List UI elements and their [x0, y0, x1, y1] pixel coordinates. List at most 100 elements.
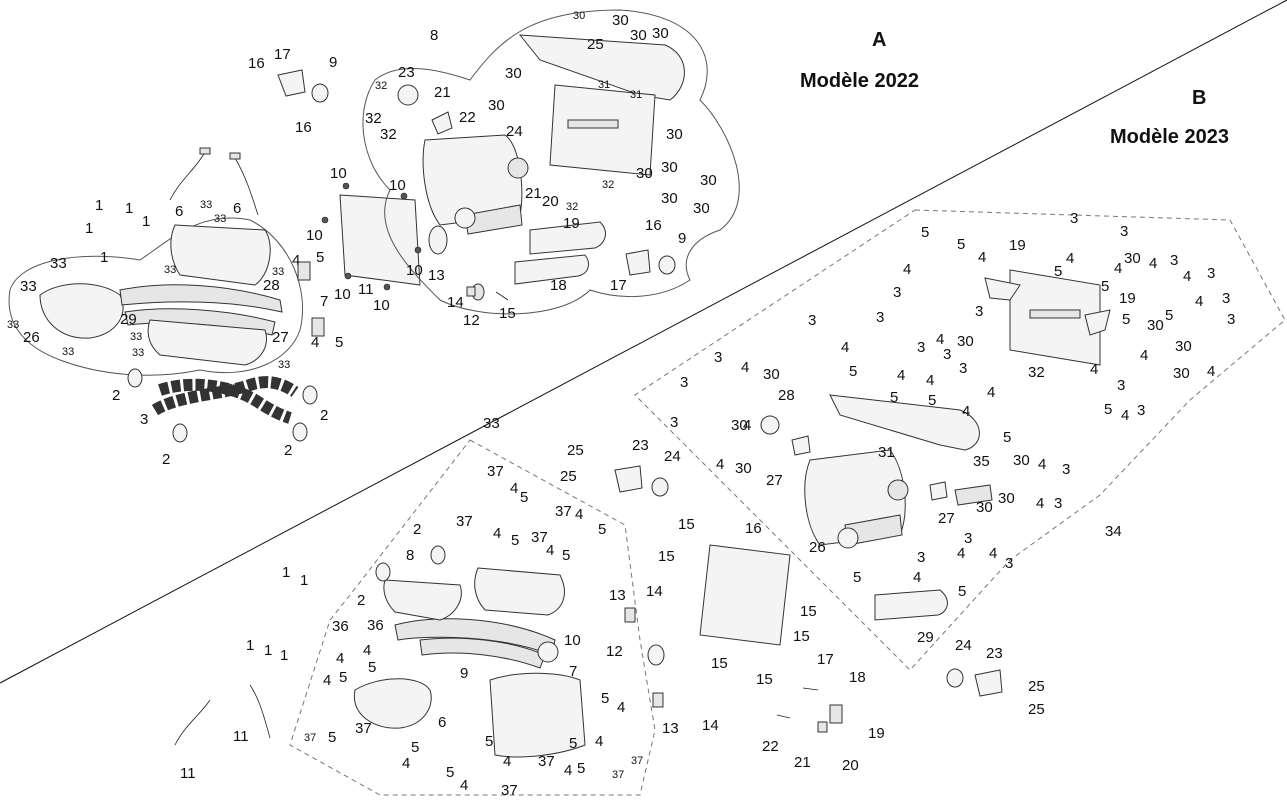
callout-4ae: 4	[503, 753, 511, 770]
callout-3l: 3	[876, 309, 884, 326]
bracket-31	[829, 394, 980, 451]
callout-4b: 4	[311, 334, 319, 351]
o2-sensor-6a	[169, 151, 206, 201]
hanger-23	[397, 84, 419, 106]
callout-13: 13	[428, 267, 445, 284]
callout-33h: 33	[272, 266, 284, 278]
heat-shield-6	[353, 678, 432, 729]
callout-3e: 3	[1222, 290, 1230, 307]
callout-10d: 10	[334, 286, 351, 303]
callout-24: 24	[506, 123, 523, 140]
callout-33j: 33	[132, 347, 144, 359]
heat-shield-plate-16	[699, 544, 791, 646]
callout-4e: 4	[1149, 255, 1157, 272]
spacer-21	[817, 721, 828, 733]
callout-5h: 5	[849, 363, 857, 380]
callout-5i: 5	[890, 389, 898, 406]
callout-30g: 30	[700, 172, 717, 189]
callout-37h: 37	[304, 732, 316, 744]
callout-4u: 4	[1038, 456, 1046, 473]
callout-25a: 25	[567, 442, 584, 459]
callout-21c: 21	[794, 754, 811, 771]
callout-15c: 15	[800, 603, 817, 620]
model-2022-assembly	[8, 9, 740, 443]
callout-30j: 30	[612, 12, 629, 29]
callout-2d: 2	[284, 442, 292, 459]
callout-5j: 5	[928, 392, 936, 409]
callout-3k: 3	[808, 312, 816, 329]
callout-37f: 37	[538, 753, 555, 770]
callout-17b: 17	[610, 277, 627, 294]
callout-30n: 30	[1147, 317, 1164, 334]
callout-15b: 15	[658, 548, 675, 565]
muffler-group-34-outline	[634, 209, 1286, 671]
callout-4v: 4	[1036, 495, 1044, 512]
callout-23c: 23	[986, 645, 1003, 662]
callout-4aj: 4	[493, 525, 501, 542]
callout-5a: 5	[921, 224, 929, 241]
callout-30o: 30	[1175, 338, 1192, 355]
hanger-23c	[974, 669, 1003, 697]
callout-10: 10	[330, 165, 347, 182]
wrapped-pipe-3b	[158, 378, 292, 424]
callout-31b: 31	[630, 89, 642, 101]
callout-19c: 19	[1119, 290, 1136, 307]
rubber-mount-24	[651, 477, 669, 497]
callout-4f: 4	[1183, 268, 1191, 285]
heat-shield-8	[383, 579, 462, 621]
callout-1d: 1	[85, 220, 93, 237]
callout-9c: 9	[460, 665, 468, 682]
callout-37a: 37	[487, 463, 504, 480]
callout-36a: 36	[332, 618, 349, 635]
callout-5m: 5	[958, 583, 966, 600]
callout-22b: 22	[762, 738, 779, 755]
spring-4b	[311, 317, 325, 337]
callout-37b: 37	[456, 513, 473, 530]
callout-32c: 32	[380, 126, 397, 143]
callout-15d: 15	[793, 628, 810, 645]
clamp-2e	[375, 562, 391, 582]
callout-19d: 19	[1009, 237, 1026, 254]
callout-3a: 3	[1070, 210, 1078, 227]
rubber-mount-24b	[946, 668, 964, 688]
callout-3d: 3	[1207, 265, 1215, 282]
callout-2e: 2	[413, 521, 421, 538]
gasket-27b	[929, 481, 948, 501]
callout-29: 29	[120, 311, 137, 328]
heat-shield-8b	[474, 567, 565, 616]
callout-1f: 1	[282, 564, 290, 581]
callout-10f: 10	[373, 297, 390, 314]
callout-14: 14	[447, 294, 464, 311]
callout-22: 22	[459, 109, 476, 126]
callout-4p: 4	[987, 384, 995, 401]
callout-5ah: 5	[577, 760, 585, 777]
callout-30t: 30	[735, 460, 752, 477]
callout-24b: 24	[664, 448, 681, 465]
callout-30f: 30	[636, 165, 653, 182]
callout-30r: 30	[763, 366, 780, 383]
callout-33g: 33	[164, 264, 176, 276]
callout-5b2: 5	[957, 236, 965, 253]
callout-5al: 5	[511, 532, 519, 549]
section-a-letter: A	[872, 29, 886, 51]
callout-5ai: 5	[569, 735, 577, 752]
spacer-14	[466, 286, 476, 297]
header-group-outline	[8, 217, 304, 376]
callout-30k: 30	[630, 27, 647, 44]
callout-30i: 30	[693, 200, 710, 217]
bolt-22	[776, 714, 791, 719]
callout-3w: 3	[917, 549, 925, 566]
spring-4a	[297, 261, 311, 281]
callout-7b: 7	[569, 663, 577, 680]
callout-2: 2	[112, 387, 120, 404]
callout-31a: 31	[598, 79, 610, 91]
callout-3s: 3	[1062, 461, 1070, 478]
callout-30d: 30	[666, 126, 683, 143]
callout-4: 4	[292, 252, 300, 269]
callout-30b: 30	[505, 65, 522, 82]
callout-4ab: 4	[363, 642, 371, 659]
gasket-27	[791, 435, 811, 456]
callout-5af: 5	[446, 764, 454, 781]
tip-cover-19	[529, 221, 606, 255]
clamp-2b	[302, 385, 318, 405]
